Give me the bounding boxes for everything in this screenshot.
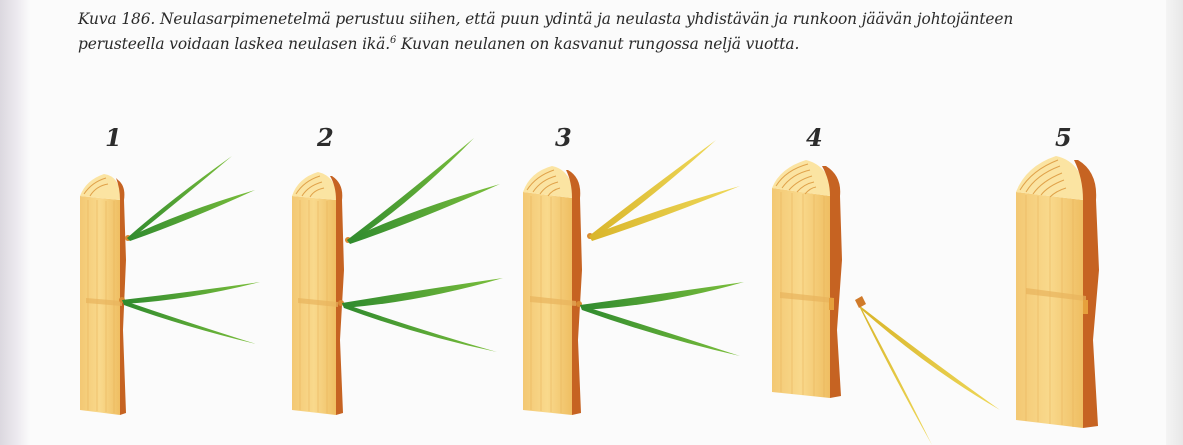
stage-2-needles (342, 138, 503, 352)
stage-3-stem (523, 166, 593, 415)
stage-label-4: 4 (806, 123, 823, 152)
stage-5-stem (1016, 156, 1099, 428)
stage-label-3: 3 (555, 123, 572, 152)
stage-label-2: 2 (316, 123, 334, 152)
stage-4-stem (772, 160, 842, 398)
stage-1-needles (122, 156, 260, 344)
stage-label-1: 1 (105, 123, 122, 152)
stage-2-stem (292, 172, 351, 415)
stage-4-fallen-needle (855, 296, 1000, 445)
stage-1-stem (80, 174, 131, 415)
stage-3-needles (580, 140, 744, 356)
stage-label-5: 5 (1055, 123, 1072, 152)
